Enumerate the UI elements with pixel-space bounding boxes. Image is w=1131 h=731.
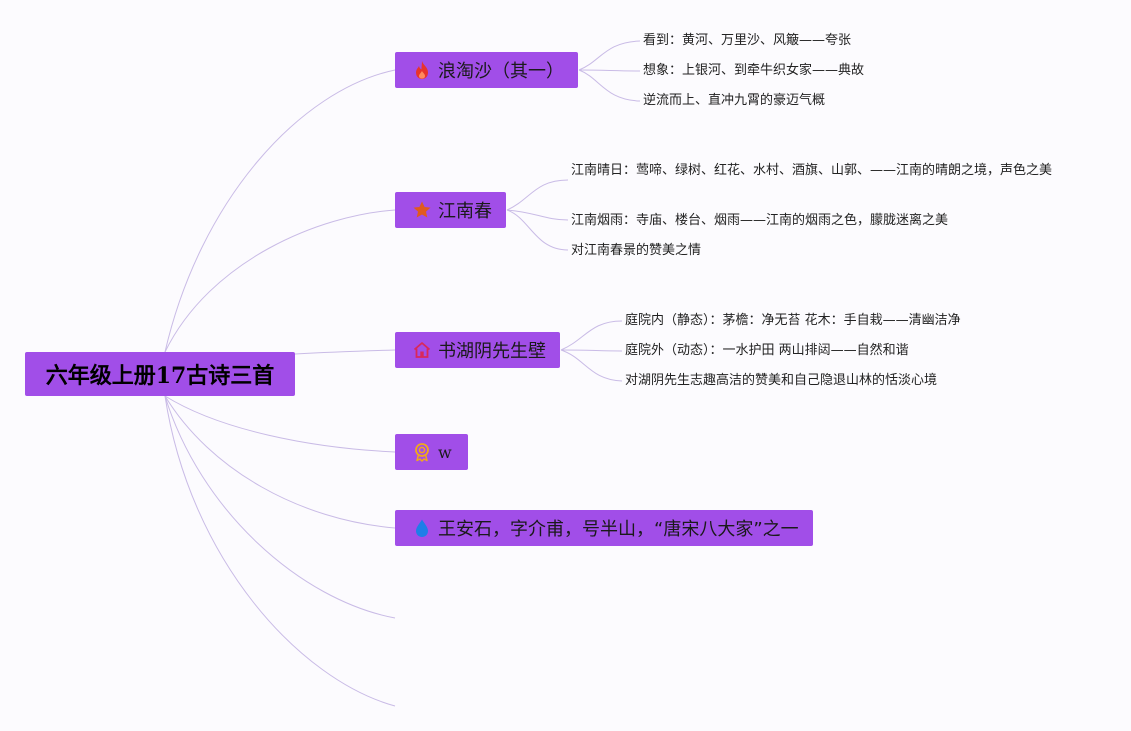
- leaf-item[interactable]: 想象：上银河、到牵牛织女家——典故: [643, 63, 865, 78]
- drop-icon: [411, 517, 433, 539]
- home-icon: [411, 339, 433, 361]
- leaf-item[interactable]: 对湖阴先生志趣高洁的赞美和自己隐退山林的恬淡心境: [625, 373, 938, 388]
- connector-root-empty-2: [164, 395, 396, 707]
- leaf-item[interactable]: 江南晴日：莺啼、绿树、红花、水村、酒旗、山郭、——江南的晴朗之境，声色之美: [571, 163, 1053, 178]
- connector-b1-leaf-2: [578, 69, 641, 72]
- connector-b2-leaf-3: [506, 209, 569, 251]
- root-topic-label: 六年级上册17古诗三首: [45, 363, 275, 389]
- root-topic[interactable]: 六年级上册17古诗三首: [25, 352, 295, 396]
- leaf-item[interactable]: 江南烟雨：寺庙、楼台、烟雨——江南的烟雨之色，朦胧迷离之美: [571, 213, 949, 228]
- leaf-item[interactable]: 庭院内（静态）：茅檐：净无苔 花木：手自栽——清幽洁净: [625, 313, 961, 328]
- connector-root-branch-2: [164, 209, 396, 353]
- connector-root-empty-1: [164, 395, 396, 619]
- award-ribbon-icon: [411, 441, 433, 463]
- branch-lang-tao-sha[interactable]: 浪淘沙（其一）: [395, 52, 578, 88]
- connector-b2-leaf-1: [506, 179, 569, 211]
- leaf-item[interactable]: 看到：黄河、万里沙、风簸——夸张: [643, 33, 852, 48]
- leaf-item[interactable]: 逆流而上、直冲九霄的豪迈气概: [643, 93, 826, 108]
- connector-b3-leaf-2: [560, 349, 623, 352]
- connector-b3-leaf-1: [560, 320, 623, 351]
- branch-w[interactable]: w: [395, 434, 468, 470]
- flame-icon: [411, 59, 433, 81]
- branch-label: 书湖阴先生壁: [438, 341, 546, 362]
- branch-label: 浪淘沙（其一）: [438, 61, 564, 82]
- connector-root-branch-1: [164, 69, 396, 353]
- connector-root-branch-5: [164, 395, 396, 529]
- connector-b1-leaf-1: [578, 40, 641, 71]
- branch-label: 江南春: [438, 201, 492, 222]
- connector-root-branch-3: [294, 349, 396, 355]
- leaf-item[interactable]: 庭院外（动态）：一水护田 两山排闼——自然和谐: [625, 343, 909, 358]
- connector-b1-leaf-3: [578, 69, 641, 102]
- connector-root-branch-4: [164, 395, 396, 453]
- connector-b2-leaf-2: [506, 209, 569, 221]
- branch-wang-an-shi[interactable]: 王安石，字介甫，号半山，“唐宋八大家”之一: [395, 510, 813, 546]
- connector-b3-leaf-3: [560, 349, 623, 382]
- branch-label: 王安石，字介甫，号半山，“唐宋八大家”之一: [438, 519, 799, 540]
- leaf-item[interactable]: 对江南春景的赞美之情: [571, 243, 702, 258]
- branch-label: w: [438, 442, 452, 462]
- branch-shu-hu-yin[interactable]: 书湖阴先生壁: [395, 332, 560, 368]
- star-icon: [411, 199, 433, 221]
- branch-jiang-nan-chun[interactable]: 江南春: [395, 192, 506, 228]
